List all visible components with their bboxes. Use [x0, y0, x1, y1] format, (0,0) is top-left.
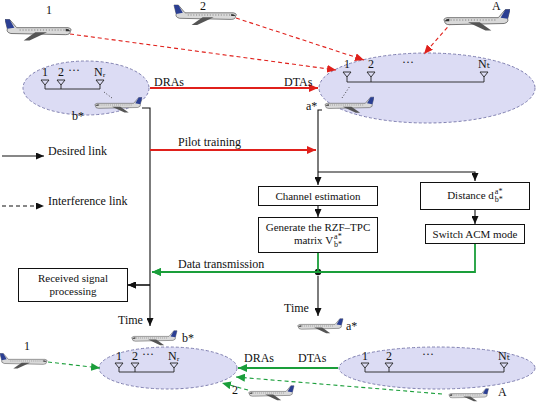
ellipse-outline [22, 60, 150, 116]
diagram-label: b* [72, 110, 84, 122]
diagram-label: DTAs [284, 76, 312, 88]
legend-line [2, 205, 44, 206]
process-box: Switch ACM mode [425, 224, 525, 244]
legend-sample [2, 201, 48, 211]
antenna-array-ellipse: 1 2 ··· Nₜ [318, 52, 536, 124]
diagram-label: Time [284, 302, 309, 314]
antenna-label: 1 [362, 350, 368, 362]
antenna-label: Nₜ [478, 58, 490, 70]
box-content: Received signal processing [22, 272, 124, 297]
box-content: Channel estimation [275, 190, 360, 203]
connector-line [238, 367, 338, 369]
timeline [317, 276, 318, 316]
antenna-label: 2 [386, 350, 392, 362]
antenna-label: 2 [132, 350, 138, 362]
diagram-label: b* [182, 332, 194, 344]
diagram-label: 2 [200, 0, 206, 12]
process-box: Channel estimation [258, 186, 378, 206]
diagram-label: 1 [46, 4, 52, 16]
connector-line [128, 284, 150, 285]
antenna-label: Nᵣ [94, 66, 105, 78]
timeline-branch [318, 172, 475, 181]
subscript: b* [334, 241, 342, 249]
diagram-label: DRAs [154, 76, 184, 88]
diagram-label: Pilot training [178, 136, 241, 148]
aircraft [0, 354, 47, 369]
subscript: b* [495, 196, 503, 204]
diagram-label: A [492, 0, 501, 12]
process-box: Distance da*b* [420, 182, 530, 210]
connector-line [152, 253, 318, 272]
box-text: Channel estimation [275, 190, 360, 202]
ellipse-shape [23, 61, 149, 115]
interference-link [236, 18, 364, 60]
timeline [142, 108, 150, 326]
antenna-label: Nᵣ [168, 350, 179, 362]
pilot-arrow [150, 149, 316, 151]
box-text: Generate the RZF–TPC matrix V [266, 221, 370, 246]
ellipse-outline [318, 52, 536, 124]
connector-line [474, 210, 475, 224]
antenna-label: ··· [142, 348, 154, 360]
math-script: a*b* [334, 233, 342, 249]
antenna-label: ··· [68, 64, 80, 76]
junction-dot [315, 269, 321, 275]
diagram-label: A [498, 386, 507, 398]
antenna-array-ellipse: 12 ··· Nᵣ [22, 60, 150, 116]
legend-line [2, 155, 44, 156]
connector-line [128, 284, 150, 285]
aircraft [444, 10, 510, 31]
edge-label: Data transmission [178, 258, 264, 270]
antenna-array-ellipse: 1 2 ··· Nₜ [338, 346, 536, 390]
interference-link [424, 22, 452, 54]
antenna-label: Nₜ [498, 350, 510, 362]
interference-link [48, 362, 100, 368]
aircraft [449, 389, 489, 402]
aircraft [132, 331, 177, 345]
process-box: Received signal processing [18, 268, 128, 302]
aircraft [298, 319, 343, 333]
diagram-label: DRAs [244, 352, 274, 364]
diagram-label: Time [118, 314, 143, 326]
diagram-label: a* [346, 320, 357, 332]
timeline [318, 110, 322, 185]
ellipse-shape [319, 53, 535, 123]
antenna-label: 1 [116, 350, 122, 362]
box-text: Switch ACM mode [433, 228, 518, 240]
antenna-label: 2 [58, 66, 64, 78]
antenna-label: ··· [402, 56, 414, 68]
diagram-label: 2 [232, 384, 238, 396]
legend-sample [2, 151, 48, 161]
box-content: Generate the RZF–TPC matrix Va*b* [262, 221, 374, 250]
legend-text: Desired link [48, 145, 107, 157]
box-content: Distance da*b* [447, 188, 503, 204]
aircraft [249, 386, 294, 400]
connector [238, 368, 338, 369]
process-box: Generate the RZF–TPC matrix Va*b* [258, 217, 378, 253]
superscript: a* [334, 233, 342, 241]
ellipse-shape [99, 347, 237, 389]
antenna-label: 1 [344, 58, 350, 70]
antenna-array-ellipse: 12 ··· Nᵣ [98, 346, 238, 390]
box-content: Switch ACM mode [433, 228, 518, 241]
diagram-label: 1 [24, 340, 30, 352]
diagram-label: a* [306, 100, 317, 112]
antenna-label: 1 [42, 66, 48, 78]
legend-text: Interference link [48, 195, 128, 207]
math-script: a*b* [495, 188, 503, 204]
connector [128, 253, 318, 285]
antenna-label: 2 [368, 58, 374, 70]
box-text: Received signal processing [38, 272, 108, 297]
connector [318, 206, 319, 217]
connector-line [317, 206, 318, 217]
aircraft [5, 20, 71, 41]
ellipse-shape [339, 347, 535, 389]
diagram-label: DTAs [298, 352, 326, 364]
antenna-label: ··· [422, 348, 434, 360]
superscript: a* [495, 188, 503, 196]
box-text: Distance d [447, 189, 494, 201]
connector [475, 210, 476, 224]
